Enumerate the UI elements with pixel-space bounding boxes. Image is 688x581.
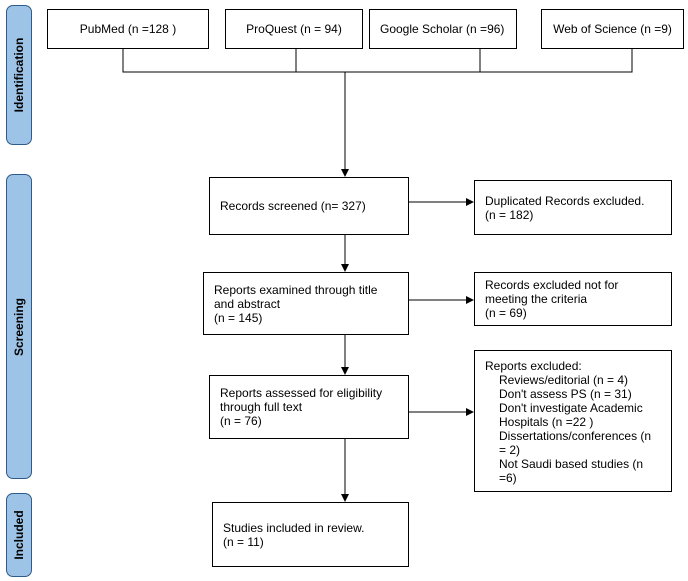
source-pubmed: PubMed (n =128 ) [47,9,209,49]
duplicates-line-1: Duplicated Records excluded. [485,193,645,208]
duplicates-line-2: (n = 182) [485,207,534,222]
source-pubmed-label: PubMed (n =128 ) [79,22,177,36]
source-web-of-science: Web of Science (n =9) [541,9,684,49]
full-text-box: Reports assessed for eligibility through… [209,375,409,439]
source-google-scholar: Google Scholar (n =96) [369,9,517,49]
source-bracket [122,49,633,73]
reports-excluded-item: =6) [499,471,517,485]
records-screened-box: Records screened (n= 327) [209,177,409,235]
reports-excluded-item: Dissertations/conferences (n [499,429,652,443]
reports-excluded-item: = 2) [499,443,521,457]
source-web-of-science-label: Web of Science (n =9) [553,22,672,36]
source-google-scholar-label: Google Scholar (n =96) [380,22,505,36]
reports-excluded-item: Don't assess PS (n = 31) [499,387,632,401]
criteria-excluded-box: Records excluded not for meeting the cri… [474,272,672,326]
reports-excluded-item: Reviews/editorial (n = 4) [499,373,629,387]
title-abstract-line-3: (n = 145) [214,310,263,325]
included-line-1: Studies included in review. [223,520,365,535]
criteria-excluded-line-1: Records excluded not for [485,278,619,292]
reports-excluded-title: Reports excluded: [485,359,582,373]
criteria-excluded-line-2: meeting the criteria [485,292,588,306]
reports-excluded-item: Don't investigate Academic [499,401,643,415]
records-screened-text: Records screened (n= 327) [220,199,366,213]
source-proquest-label: ProQuest (n = 94) [246,22,342,36]
source-proquest: ProQuest (n = 94) [225,9,363,49]
reports-excluded-item: Hospitals (n =22 ) [499,415,594,429]
duplicates-box: Duplicated Records excluded. (n = 182) [474,180,672,235]
full-text-line-2: through full text [220,400,303,414]
included-box: Studies included in review. (n = 11) [212,502,409,567]
full-text-line-1: Reports assessed for eligibility [220,386,383,400]
reports-excluded-item: Not Saudi based studies (n [499,457,644,471]
title-abstract-line-1: Reports examined through title [214,282,378,297]
phase-included: Included [6,493,32,577]
phase-identification: Identification [6,5,32,145]
title-abstract-box: Reports examined through title and abstr… [203,272,409,335]
criteria-excluded-line-3: (n = 69) [485,306,527,320]
reports-excluded-box: Reports excluded: Reviews/editorial (n =… [474,350,672,492]
included-line-2: (n = 11) [223,534,264,549]
full-text-line-3: (n = 76) [220,414,262,428]
title-abstract-line-2: and abstract [214,296,281,311]
phase-screening: Screening [6,174,32,479]
